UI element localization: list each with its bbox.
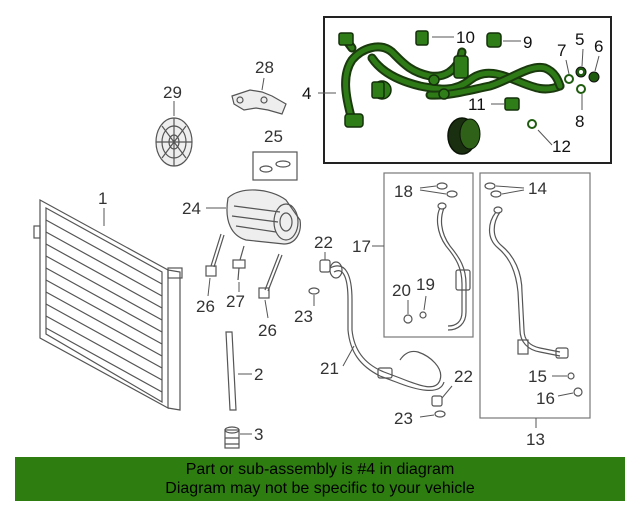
leader-14 xyxy=(495,185,525,195)
leader-26a xyxy=(207,277,211,297)
callout-18: 18 xyxy=(394,182,413,201)
callout-9: 9 xyxy=(523,33,532,52)
o-ring-part-18[interactable] xyxy=(436,182,458,198)
o-ring-part-16[interactable] xyxy=(573,387,583,397)
callout-17: 17 xyxy=(352,237,371,256)
leader-5 xyxy=(581,48,584,67)
seal-strip-part-2[interactable] xyxy=(225,331,237,411)
leader-28 xyxy=(261,77,265,91)
callout-11: 11 xyxy=(468,95,486,114)
discharge-line-part-13[interactable] xyxy=(488,206,569,359)
leader-23-lower xyxy=(419,414,435,418)
pulley-part-29[interactable] xyxy=(155,117,193,167)
notice-line-1: Part or sub-assembly is #4 in diagram xyxy=(185,461,455,478)
notice-line-2: Diagram may not be specific to your vehi… xyxy=(165,480,475,497)
o-ring-6[interactable] xyxy=(588,71,600,83)
leader-6 xyxy=(594,55,600,72)
valve-part-22-upper[interactable] xyxy=(319,259,331,273)
callout-10: 10 xyxy=(456,28,475,47)
notice-banner: Part or sub-assembly is #4 in diagram Di… xyxy=(15,457,625,501)
o-ring-7[interactable] xyxy=(564,74,574,84)
callout-2: 2 xyxy=(254,365,263,384)
liquid-line-part-21[interactable] xyxy=(329,261,445,391)
callout-26-right: 26 xyxy=(258,321,277,340)
callout-12: 12 xyxy=(552,137,571,156)
callout-16: 16 xyxy=(536,389,555,408)
callout-22-lower: 22 xyxy=(454,367,473,386)
muffler[interactable] xyxy=(447,117,481,155)
callout-22-upper: 22 xyxy=(314,233,333,252)
callout-20: 20 xyxy=(392,281,411,300)
callout-23-lower: 23 xyxy=(394,409,413,428)
leader-7 xyxy=(565,59,570,75)
callout-24: 24 xyxy=(182,199,201,218)
o-ring-part-20[interactable] xyxy=(403,314,413,324)
o-ring-8[interactable] xyxy=(576,84,586,94)
o-ring-part-15[interactable] xyxy=(567,372,575,380)
parts-diagram: 4 10 9 11 12 5 6 7 8 29 28 25 24 xyxy=(33,16,612,449)
valve-part-22-lower[interactable] xyxy=(431,395,443,407)
callout-14: 14 xyxy=(528,179,547,198)
washer-part-23-lower[interactable] xyxy=(434,410,446,418)
leader-26b xyxy=(264,299,269,319)
callout-25: 25 xyxy=(264,127,283,146)
leader-19 xyxy=(423,295,427,311)
suction-line-part-17[interactable] xyxy=(436,202,471,331)
o-ring-5[interactable] xyxy=(575,66,587,78)
callout-26-left: 26 xyxy=(196,297,215,316)
callout-4: 4 xyxy=(302,84,311,103)
bolt-part-26b[interactable] xyxy=(258,253,283,299)
callout-7: 7 xyxy=(557,41,566,60)
o-ring-part-19[interactable] xyxy=(419,311,427,319)
leader-18 xyxy=(419,185,447,195)
washer-part-23-upper[interactable] xyxy=(308,287,320,295)
group-box-17 xyxy=(383,172,474,338)
callout-6: 6 xyxy=(594,37,603,56)
group-box-13 xyxy=(479,172,591,419)
callout-1: 1 xyxy=(98,189,107,208)
callout-19: 19 xyxy=(416,275,435,294)
callout-23-upper: 23 xyxy=(294,307,313,326)
callout-21: 21 xyxy=(320,359,339,378)
seal-kit-part-25[interactable] xyxy=(252,151,298,181)
callout-13: 13 xyxy=(526,430,545,449)
condenser-part-1[interactable] xyxy=(33,198,183,411)
bushing-part-3[interactable] xyxy=(224,426,240,449)
bolt-part-27[interactable] xyxy=(232,245,246,281)
bolt-part-26a[interactable] xyxy=(205,233,225,277)
callout-3: 3 xyxy=(254,425,263,444)
o-ring-part-14[interactable] xyxy=(484,182,502,198)
callout-5: 5 xyxy=(575,30,584,49)
callout-28: 28 xyxy=(255,58,274,77)
leader-12 xyxy=(537,129,553,146)
bracket-part-28[interactable] xyxy=(231,89,287,115)
leader-22-lower xyxy=(441,385,453,399)
callout-8: 8 xyxy=(575,112,584,131)
compressor-part-24[interactable] xyxy=(226,189,301,245)
callout-15: 15 xyxy=(528,367,547,386)
leader-21 xyxy=(342,345,355,367)
o-ring-12[interactable] xyxy=(527,119,537,129)
callout-29: 29 xyxy=(163,83,182,102)
ac-line-assembly-part-4[interactable] xyxy=(338,30,565,128)
leader-16 xyxy=(557,392,574,397)
callout-27: 27 xyxy=(226,292,245,311)
